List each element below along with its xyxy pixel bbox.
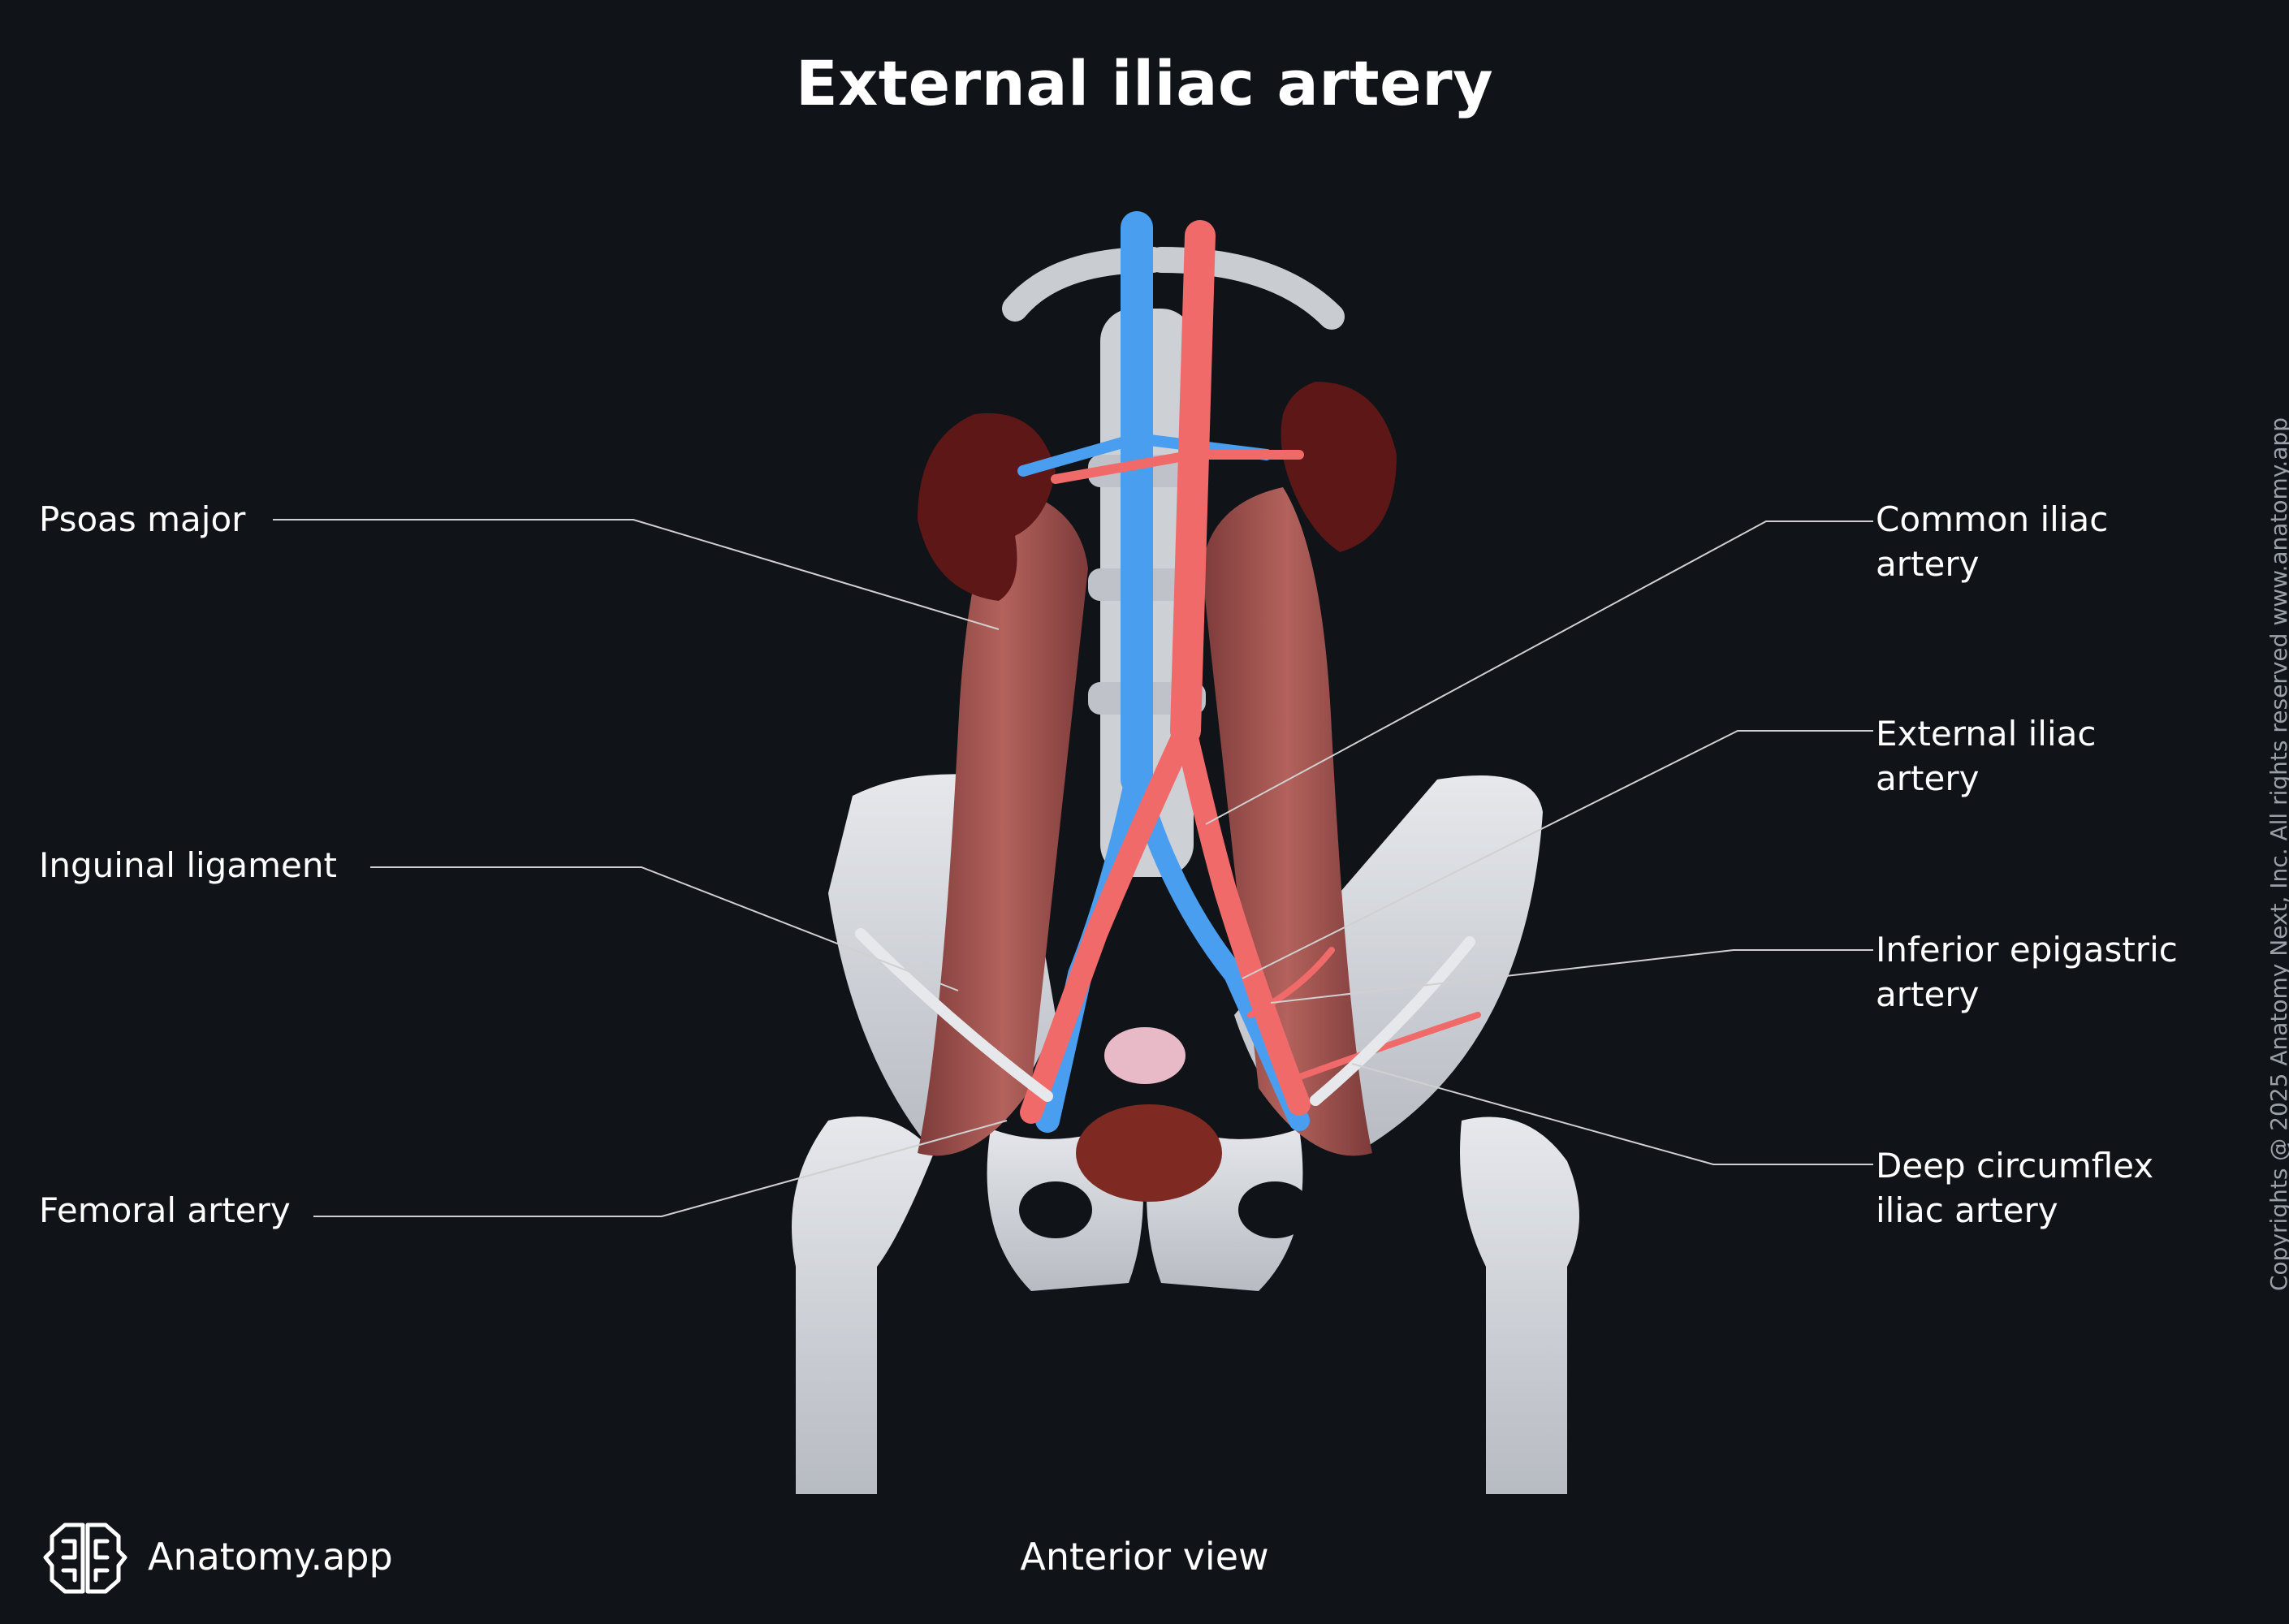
label-common-iliac-artery: Common iliac artery: [1876, 497, 2257, 586]
ribs: [1002, 247, 1345, 330]
femurs: [792, 1116, 1579, 1494]
label-inferior-epigastric-line2: artery: [1876, 974, 1980, 1014]
label-deep-circumflex-line2: iliac artery: [1876, 1190, 2058, 1230]
brain-logo-icon: [43, 1522, 127, 1594]
leader-deep-circumflex: [1351, 1063, 1873, 1165]
inguinal-ligaments: [855, 928, 1475, 1106]
label-femoral-artery: Femoral artery: [39, 1190, 291, 1230]
label-external-iliac-line2: artery: [1876, 758, 1980, 798]
diagram-title: External iliac artery: [795, 47, 1494, 119]
copyright-text: Copyrights @ 2025 Anatomy Next, Inc. All…: [2265, 417, 2289, 1291]
label-inferior-epigastric-artery: Inferior epigastric artery: [1876, 927, 2257, 1017]
leader-femoral-artery: [313, 1120, 1008, 1217]
label-inguinal-ligament: Inguinal ligament: [39, 845, 337, 885]
brand-name: Anatomy.app: [148, 1535, 393, 1579]
label-deep-circumflex-iliac-artery: Deep circumflex iliac artery: [1876, 1143, 2257, 1233]
psoas-muscles: [918, 487, 1372, 1156]
leader-psoas-major: [273, 519, 1000, 630]
kidneys: [918, 382, 1397, 601]
leader-common-iliac: [1205, 520, 1873, 825]
label-common-iliac-line1: Common iliac: [1876, 499, 2109, 539]
label-external-iliac-line1: External iliac: [1876, 714, 2097, 754]
leader-inguinal-ligament: [370, 866, 959, 991]
label-psoas-major: Psoas major: [39, 499, 246, 539]
label-external-iliac-artery: External iliac artery: [1876, 711, 2257, 801]
label-deep-circumflex-line1: Deep circumflex: [1876, 1146, 2154, 1186]
view-label: Anterior view: [1020, 1535, 1269, 1579]
leader-external-iliac: [1242, 730, 1873, 979]
label-inferior-epigastric-line1: Inferior epigastric: [1876, 930, 2178, 970]
pelvic-organs: [1076, 1027, 1222, 1202]
aorta-and-iliac-arteries: [1020, 220, 1481, 1124]
leader-inferior-epigastric: [1270, 949, 1873, 1004]
label-common-iliac-line2: artery: [1876, 544, 1980, 584]
leader-lines: [273, 519, 1873, 1217]
